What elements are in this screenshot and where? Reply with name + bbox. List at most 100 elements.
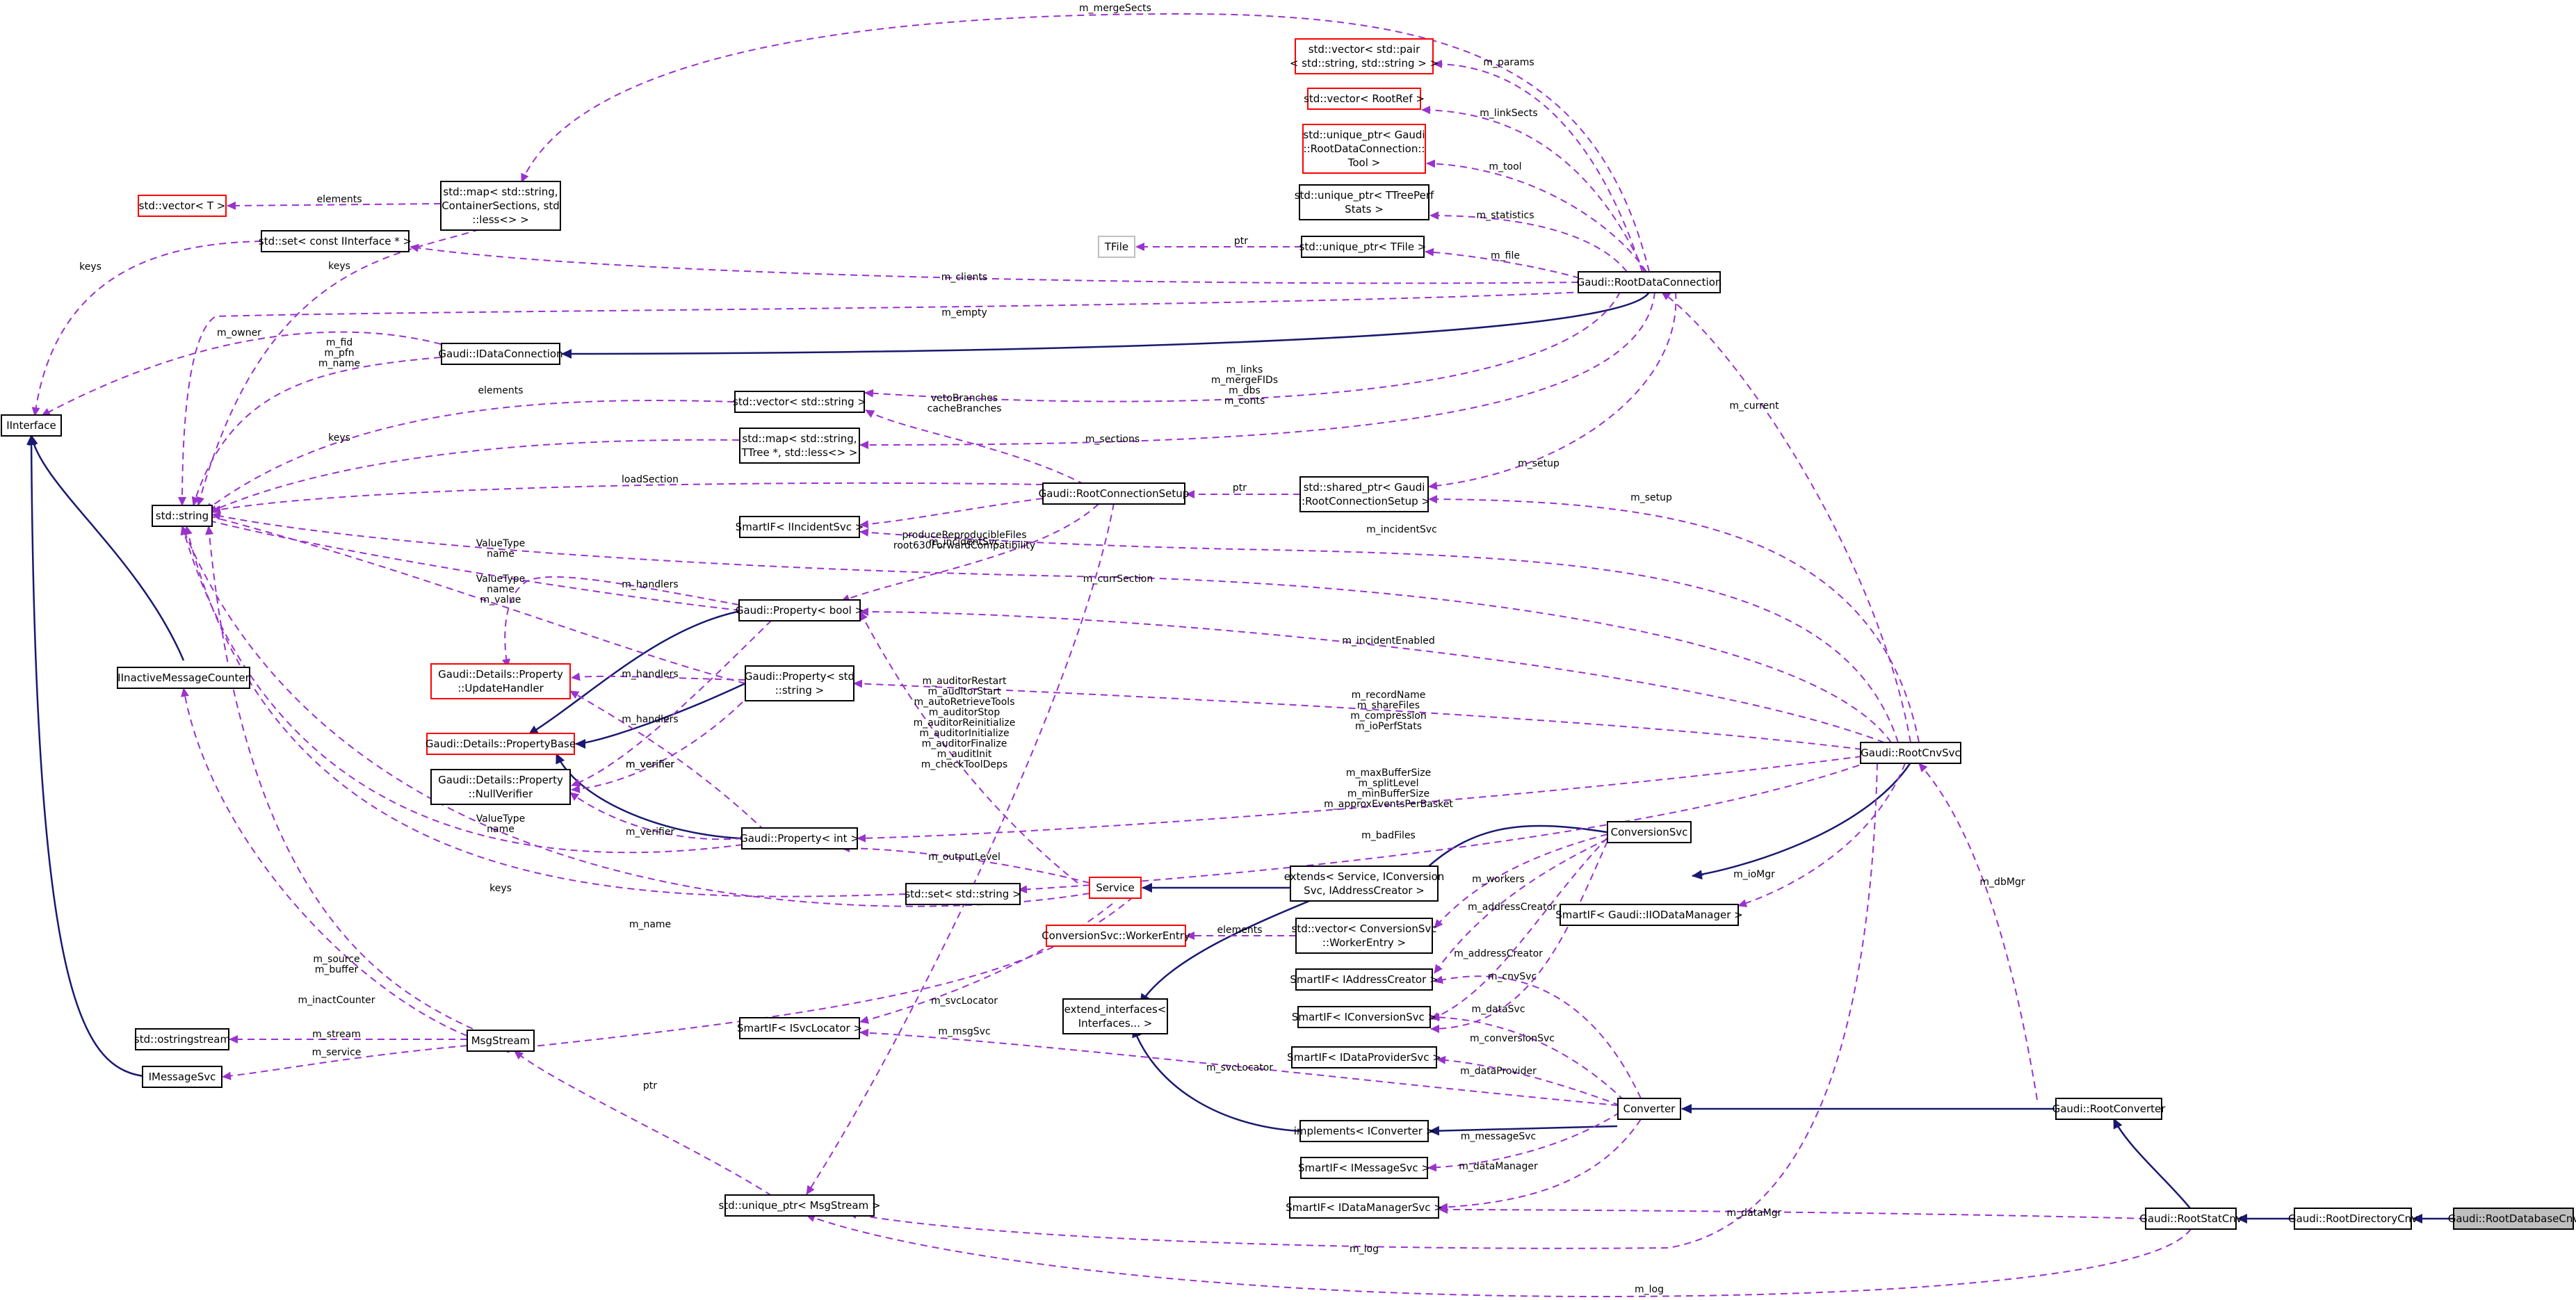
class-node-rootconnsetup[interactable]: Gaudi::RootConnectionSetup [1039,482,1190,505]
class-node-rootdbcnv[interactable]: Gaudi::RootDatabaseCnv [2448,1208,2576,1230]
class-node-unique_tool[interactable]: std::unique_ptr< Gaudi::RootDataConnecti… [1302,124,1426,174]
edge-label-m_svcLocator2: m_svcLocator [1206,1062,1273,1073]
class-node-vec_rootref[interactable]: std::vector< RootRef > [1304,88,1425,110]
class-node-smartif_msgsvc[interactable]: SmartIF< IMessageSvc > [1298,1157,1430,1179]
node-label: Gaudi::RootDataConnection [1577,276,1722,289]
class-node-propertybase[interactable]: Gaudi::Details::PropertyBase [426,733,576,755]
edges-layer [26,13,2453,1298]
node-box [2145,1208,2237,1230]
node-box [440,181,561,231]
node-label: extend_interfaces<Interfaces... > [1064,1003,1167,1030]
edge-label-m_file: m_file [1491,250,1520,261]
usage-edge-vt_name2 [180,526,743,854]
class-node-tfile[interactable]: TFile [1098,236,1135,258]
class-node-rootdataconn[interactable]: Gaudi::RootDataConnection [1577,271,1722,293]
node-box [2453,1208,2574,1230]
class-node-smartif_incident[interactable]: SmartIF< IIncidentSvc > [736,516,864,538]
class-node-map_ttree[interactable]: std::map< std::string,TTree *, std::less… [739,428,860,464]
class-node-prop_int[interactable]: Gaudi::Property< int > [740,827,859,850]
class-node-set_string[interactable]: std::set< std::string > [905,883,1021,905]
edge-label-m_empty: m_empty [941,307,987,318]
inheritance-edge-iinactive-iinterface [28,434,185,661]
class-node-smartif_dataprovider[interactable]: SmartIF< IDataProviderSvc > [1287,1046,1441,1069]
edge-labels-layer: m_mergeSectsm_paramsm_linkSectsm_toolm_s… [79,3,2025,1295]
class-node-std_string[interactable]: std::string [152,505,213,527]
class-node-imessagesvc[interactable]: IMessageSvc [142,1066,222,1088]
node-label: implements< IConverter > [1294,1125,1435,1137]
class-node-conversionsvc[interactable]: ConversionSvc [1607,821,1692,843]
class-node-smartif_convsvc[interactable]: SmartIF< IConversionSvc > [1292,1006,1436,1028]
edge-label-m_incidentSvc2: m_incidentSvc [1366,524,1437,535]
class-node-vec_workerentry[interactable]: std::vector< ConversionSvc::WorkerEntry … [1292,918,1437,954]
usage-edge-m_empty [178,291,1586,506]
node-box [1291,1046,1437,1069]
class-node-nullverifier[interactable]: Gaudi::Details::Property::NullVerifier [430,769,571,805]
node-box [738,599,861,621]
class-node-ostringstream[interactable]: std::ostringstream [134,1028,230,1050]
class-node-vector_string[interactable]: std::vector< std::string > [733,391,866,413]
class-node-rootstatcnv[interactable]: Gaudi::RootStatCnv [2139,1208,2242,1230]
nodes-layer: IInterfacestd::stringIInactiveMessageCou… [1,38,2576,1230]
usage-edge-m_dataMgr [1439,1205,2146,1219]
node-box [1089,877,1142,899]
class-node-implements[interactable]: implements< IConverter > [1294,1120,1435,1142]
class-node-unique_msgstream[interactable]: std::unique_ptr< MsgStream > [718,1194,881,1217]
class-node-rootconverter[interactable]: Gaudi::RootConverter [2052,1098,2166,1120]
node-box [430,663,571,699]
usage-edge-m_workers [1434,834,1608,929]
edge-label-m_dataSvc: m_dataSvc [1471,1004,1525,1015]
class-node-service[interactable]: Service [1089,877,1142,899]
class-node-smartif_datamgr[interactable]: SmartIF< IDataManagerSvc > [1286,1196,1443,1219]
inheritance-edge-prop_string-propertybase [575,682,746,749]
usage-edge-m_addressCreator1 [1434,838,1608,974]
inheritance-edge-rootdataconn-idataconnection [561,291,1651,359]
class-node-set_iinterface[interactable]: std::set< const IInterface * > [259,230,412,252]
class-node-msgstream[interactable]: MsgStream [467,1030,535,1052]
edge-label-m_name: m_name [629,919,671,930]
class-node-unique_tfile[interactable]: std::unique_ptr< TFile > [1299,236,1427,258]
class-node-smartif_iodatamgr[interactable]: SmartIF< Gaudi::IIODataManager > [1555,904,1743,926]
class-node-idataconnection[interactable]: Gaudi::IDataConnection [438,343,563,365]
usage-edge-m_verifier3 [569,792,743,840]
edge-label-m_verifier3: m_verifier [626,827,675,838]
class-node-vector_t[interactable]: std::vector< T > [138,195,227,217]
class-node-prop_string[interactable]: Gaudi::Property< std::string > [745,665,854,701]
usage-edge-m_file [1425,247,1580,279]
class-node-workerentry[interactable]: ConversionSvc::WorkerEntry [1042,925,1190,947]
node-label: std::unique_ptr< Gaudi::RootDataConnecti… [1303,129,1425,169]
class-node-iinterface[interactable]: IInterface [1,414,62,437]
class-node-rootdircnv[interactable]: Gaudi::RootDirectoryCnv [2288,1208,2417,1230]
node-box [152,505,213,527]
class-node-map_container[interactable]: std::map< std::string,ContainerSections,… [440,181,561,231]
edge-label-ptr_msg: ptr [643,1080,657,1091]
class-node-iinactive[interactable]: IInactiveMessageCounter [117,667,250,689]
node-label: Gaudi::Property< bool > [736,604,864,617]
usage-edge-m_ioMgr [1737,763,1906,907]
node-label: TFile [1104,241,1128,253]
node-label: std::set< const IInterface * > [259,235,412,247]
node-box [1289,1196,1439,1219]
node-box [135,1028,229,1050]
class-node-updatehandler[interactable]: Gaudi::Details::Property::UpdateHandler [430,663,571,699]
node-label: Gaudi::RootConnectionSetup [1039,487,1190,500]
node-box [1290,866,1439,902]
node-box [724,1194,875,1217]
class-node-converter[interactable]: Converter [1617,1098,1681,1120]
class-node-prop_bool[interactable]: Gaudi::Property< bool > [736,599,864,621]
node-box [1299,184,1429,220]
class-node-smartif_addrcreator[interactable]: SmartIF< IAddressCreator > [1290,968,1439,991]
inheritance-edge-rootstatcnv-rootconverter [2112,1118,2191,1209]
class-node-smartif_svclocator[interactable]: SmartIF< ISvcLocator > [737,1017,862,1039]
inheritance-edge-rootcnvsvc-conversionsvc [1692,762,1912,876]
edge-label-m_log2: m_log [1635,1284,1664,1295]
class-node-extend_interfaces[interactable]: extend_interfaces<Interfaces... > [1062,998,1168,1034]
usage-edge-m_verifier2 [571,693,752,794]
class-node-rootcnvsvc[interactable]: Gaudi::RootCnvSvc [1860,742,1961,764]
class-node-shared_setup[interactable]: std::shared_ptr< Gaudi::RootConnectionSe… [1298,476,1430,512]
class-node-vec_pair[interactable]: std::vector< std::pair< std::string, std… [1290,38,1439,74]
node-box [1098,236,1135,258]
node-label: std::set< std::string > [905,888,1021,900]
